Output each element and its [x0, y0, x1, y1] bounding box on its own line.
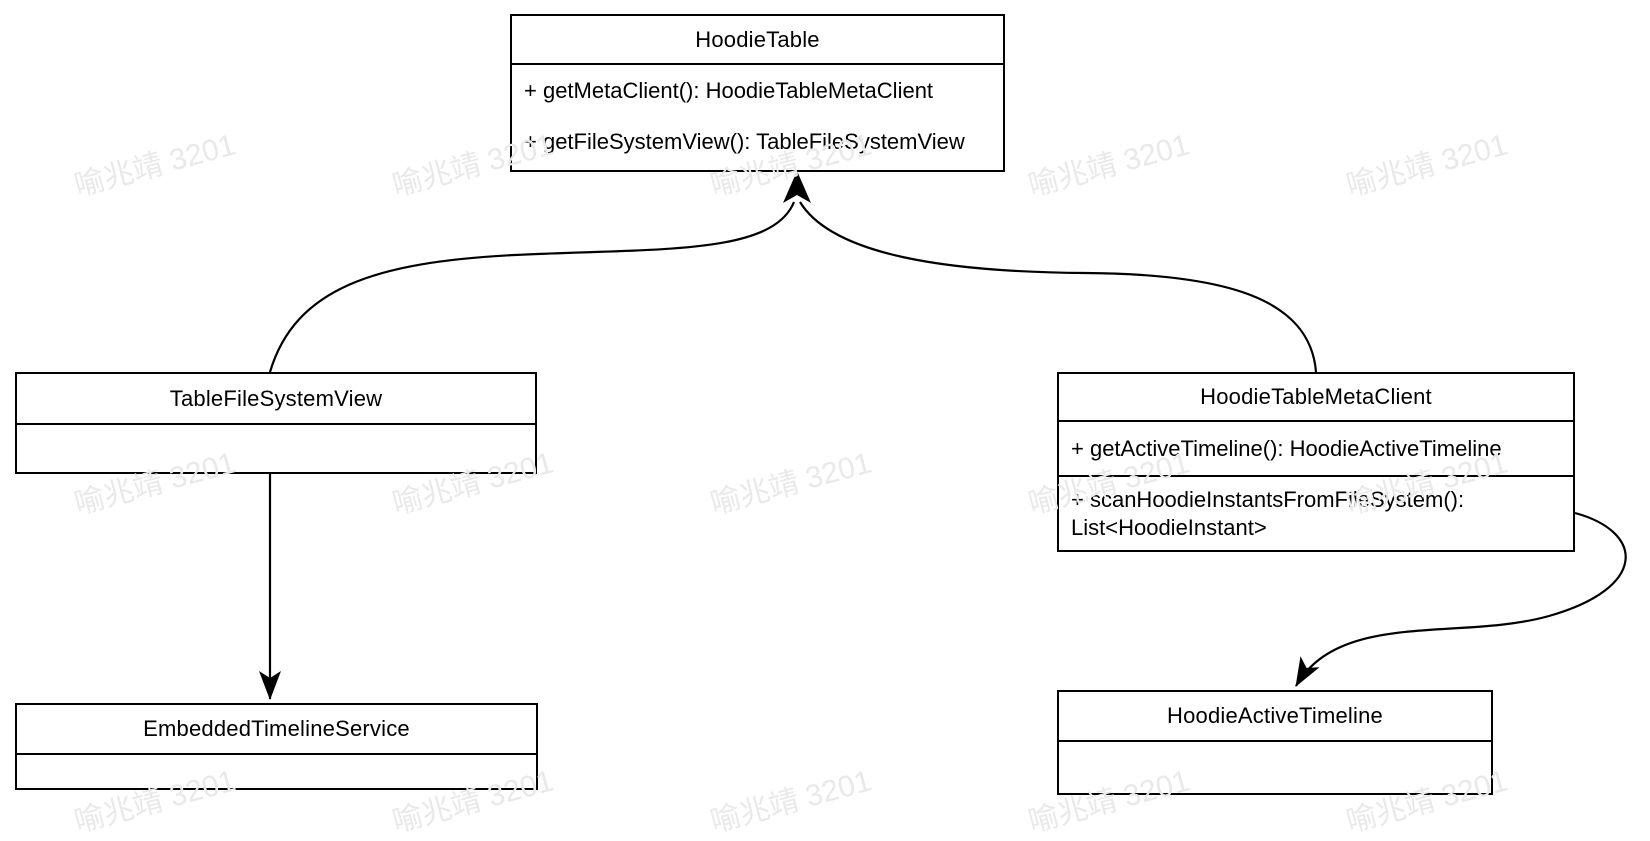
watermark: 喻兆靖 3201	[1025, 128, 1194, 204]
method-getmetaclient: + getMetaClient(): HoodieTableMetaClient	[524, 77, 934, 103]
edge-hoodietablemetaclient-to-hoodietable	[799, 201, 1318, 373]
watermark: 喻兆靖 3201	[707, 446, 876, 522]
class-box-hoodietablemetaclient: HoodieTableMetaClient + getActiveTimelin…	[1057, 372, 1575, 552]
method-scanhoodieinstants-line2: List<HoodieInstant>	[1071, 515, 1267, 540]
method-scanhoodieinstants-line1: + scanHoodieInstantsFromFileSystem():	[1071, 487, 1465, 512]
class-title-hoodieactivetimeline: HoodieActiveTimeline	[1167, 703, 1383, 728]
class-methods-hoodietable: + getMetaClient(): HoodieTableMetaClient…	[512, 63, 1003, 168]
class-box-tablefilesystemview: TableFileSystemView	[15, 372, 537, 474]
class-box-hoodietable: HoodieTable + getMetaClient(): HoodieTab…	[510, 14, 1005, 172]
class-box-hoodieactivetimeline: HoodieActiveTimeline	[1057, 690, 1493, 795]
method-scanhoodieinstants: + scanHoodieInstantsFromFileSystem(): Li…	[1059, 475, 1573, 548]
class-title-hoodietablemetaclient: HoodieTableMetaClient	[1200, 384, 1432, 409]
class-empty-compartment	[17, 423, 535, 470]
class-box-embeddedtimelineservice: EmbeddedTimelineService	[15, 703, 538, 790]
watermark: 喻兆靖 3201	[707, 764, 876, 840]
class-title-hoodietable: HoodieTable	[695, 26, 820, 52]
class-empty-compartment	[1059, 740, 1491, 793]
edge-tablefilesystemview-to-hoodietable	[268, 201, 796, 373]
class-title-embeddedtimelineservice: EmbeddedTimelineService	[143, 716, 410, 741]
class-empty-compartment	[17, 753, 536, 788]
method-getfilesystemview: + getFileSystemView(): TableFileSystemVi…	[524, 129, 965, 155]
arrowhead-into-hoodietable	[783, 171, 811, 203]
class-title-tablefilesystemview: TableFileSystemView	[169, 385, 383, 411]
watermark: 喻兆靖 3201	[1343, 128, 1512, 204]
watermark: 喻兆靖 3201	[71, 128, 240, 204]
uml-class-diagram-canvas: HoodieTable + getMetaClient(): HoodieTab…	[15, 14, 1627, 839]
method-getactivetimeline: + getActiveTimeline(): HoodieActiveTimel…	[1059, 420, 1573, 475]
